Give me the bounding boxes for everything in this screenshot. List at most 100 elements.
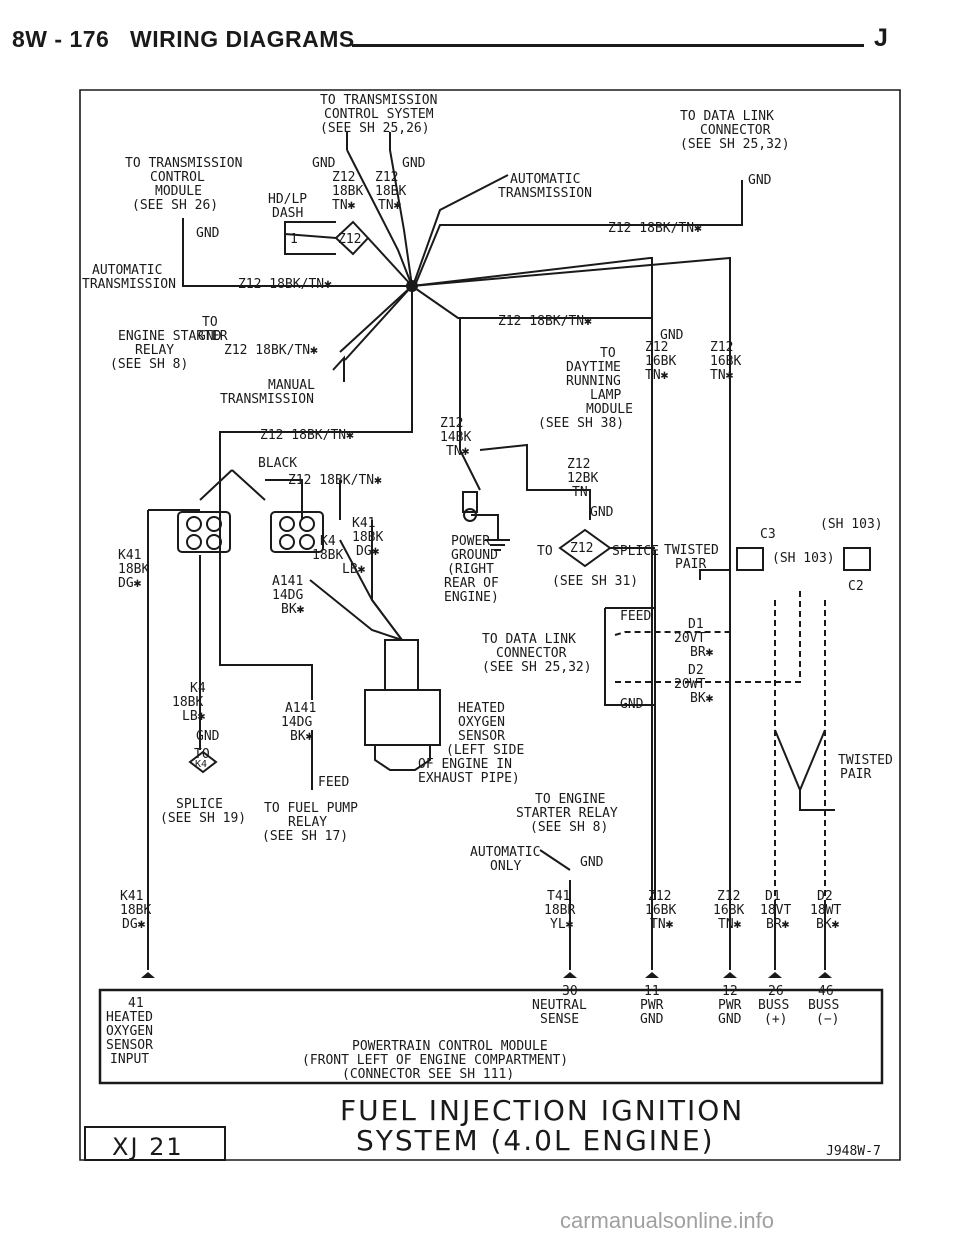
- header-rule: [352, 44, 864, 47]
- pcm-pin: NEUTRAL: [532, 998, 587, 1013]
- label: (SEE SH 19): [160, 811, 246, 826]
- label: CONNECTOR: [496, 646, 567, 661]
- label: GND: [402, 156, 426, 171]
- label: DAYTIME: [566, 360, 621, 375]
- label: REAR OF: [444, 576, 499, 591]
- wire-trans-gnd-1: [346, 132, 413, 287]
- figure-id: J948W-7: [826, 1144, 881, 1159]
- label: TRANSMISSION: [82, 277, 176, 292]
- label: DG✱: [118, 576, 142, 591]
- connectors: [177, 491, 871, 774]
- label: 18BK: [332, 184, 363, 199]
- pcm-pin: INPUT: [110, 1052, 149, 1067]
- label: 18BK: [375, 184, 406, 199]
- label: Z12: [332, 170, 355, 185]
- page-header: 8W - 176 WIRING DIAGRAMS: [12, 26, 355, 53]
- label: Z12: [440, 416, 463, 431]
- label: 18BK: [312, 548, 343, 563]
- pcm-pin: BUSS: [808, 998, 839, 1013]
- label: TN✱: [332, 198, 356, 213]
- label: Z12: [570, 541, 593, 556]
- label: 20VT: [674, 631, 705, 646]
- watermark: carmanualsonline.info: [560, 1208, 775, 1233]
- wire-label: BR✱: [766, 917, 790, 932]
- to-trans-ctrl-sys: TO TRANSMISSION: [320, 93, 437, 108]
- label: GND: [660, 328, 684, 343]
- label: A141: [285, 701, 316, 716]
- label: 20WT: [674, 677, 705, 692]
- wire-label: YL✱: [550, 917, 574, 932]
- wire-label: 16BK: [713, 903, 744, 918]
- label: 18BK: [352, 530, 383, 545]
- label: CONTROL: [150, 170, 205, 185]
- label: OF ENGINE IN: [418, 757, 512, 772]
- pcm-location: (FRONT LEFT OF ENGINE COMPARTMENT): [302, 1053, 568, 1068]
- label: 1: [290, 232, 298, 247]
- label: TN✱: [446, 444, 470, 459]
- pcm-pin: SENSE: [540, 1012, 579, 1027]
- label: 16BK: [710, 354, 741, 369]
- label: GND: [620, 697, 644, 712]
- label: BR✱: [690, 645, 714, 660]
- label: (SEE SH 25,32): [680, 137, 790, 152]
- label: D1: [688, 617, 704, 632]
- label: C3: [760, 527, 776, 542]
- label: FEED: [620, 609, 651, 624]
- wire-left-trans: [182, 218, 412, 287]
- diagram-frame: [79, 89, 901, 1161]
- pcm-pin: 11: [644, 984, 660, 999]
- model-code: XJ 21: [112, 1133, 184, 1161]
- label: DASH: [272, 206, 303, 221]
- connector-left: [177, 511, 231, 553]
- diagram-labels: TO TRANSMISSION CONTROL SYSTEM (SEE SH 2…: [82, 93, 893, 1161]
- wire-label: BK✱: [816, 917, 840, 932]
- label: TRANSMISSION: [220, 392, 314, 407]
- pcm-pin: 26: [768, 984, 784, 999]
- wire-label: 18BK: [120, 903, 151, 918]
- pcm-pin: BUSS: [758, 998, 789, 1013]
- label: Z12 18BK/TN✱: [260, 428, 354, 443]
- pcm-pin: 12: [722, 984, 738, 999]
- label: TN✱: [378, 198, 402, 213]
- label: PAIR: [675, 557, 706, 572]
- label: TO FUEL PUMP: [264, 801, 358, 816]
- label: (SEE SH 8): [530, 820, 608, 835]
- label: GND: [580, 855, 604, 870]
- label: TRANSMISSION: [498, 186, 592, 201]
- pcm-connector: (CONNECTOR SEE SH 111): [342, 1067, 514, 1082]
- pcm-box: [98, 988, 884, 1085]
- label: (SEE SH 25,32): [482, 660, 592, 675]
- label: AUTOMATIC: [92, 263, 162, 278]
- label: TO: [202, 315, 218, 330]
- label: 14DG: [281, 715, 312, 730]
- label: TO: [600, 346, 616, 361]
- label: SPLICE: [612, 544, 659, 559]
- label: (LEFT SIDE: [446, 743, 524, 758]
- label: MODULE: [586, 402, 633, 417]
- pcm-pin: (−): [816, 1012, 839, 1027]
- label: 18BK: [118, 562, 149, 577]
- label: GND: [590, 505, 614, 520]
- to-trans-ctrl-module: TO TRANSMISSION: [125, 156, 242, 171]
- wires: [79, 89, 901, 1161]
- label: TO: [537, 544, 553, 559]
- label: ENGINE): [444, 590, 499, 605]
- label: EXHAUST PIPE): [418, 771, 520, 786]
- label: RELAY: [288, 815, 327, 830]
- xj21-box: [84, 1126, 226, 1161]
- label: TWISTED: [664, 543, 719, 558]
- wire-label: D2: [817, 889, 833, 904]
- label: (RIGHT: [447, 562, 494, 577]
- label: SPLICE: [176, 797, 223, 812]
- label: LB✱: [342, 562, 366, 577]
- label: D2: [688, 663, 704, 678]
- to-data-link-top: TO DATA LINK: [680, 109, 774, 124]
- label: AUTOMATIC: [510, 172, 580, 187]
- wire-trans-gnd-2: [389, 132, 413, 287]
- wire-label: DG✱: [122, 917, 146, 932]
- wire-label: TN✱: [650, 917, 674, 932]
- label: POWER: [451, 534, 490, 549]
- connector-mid: [270, 511, 324, 553]
- label: GND: [196, 226, 220, 241]
